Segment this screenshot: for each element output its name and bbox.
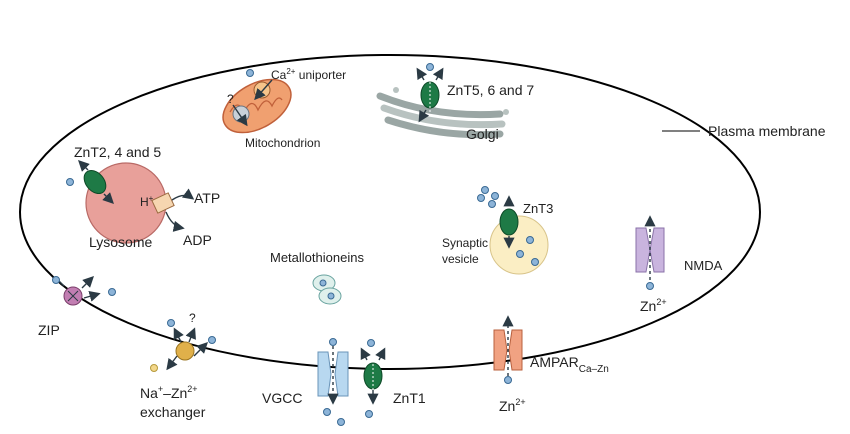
znt1-transporter-icon	[360, 339, 386, 418]
ampar-main: AMPAR	[530, 354, 579, 370]
synaptic-vesicle-label-2: vesicle	[442, 252, 479, 266]
zn-nmda-label: Zn2+	[640, 297, 667, 314]
znt3-transporter-icon	[477, 186, 519, 249]
plasma-membrane-ellipse	[19, 54, 761, 370]
znt5-label: ZnT5, 6 and 7	[447, 82, 534, 98]
mitochondrion	[222, 69, 292, 134]
ampar-receptor-icon	[493, 315, 523, 384]
h-plus-label: H+	[140, 194, 154, 209]
golgi-label: Golgi	[466, 126, 499, 142]
zn-ampar-zn: Zn	[499, 398, 515, 414]
question-mito-label: ?	[227, 92, 234, 106]
lysosome-label: Lysosome	[89, 234, 153, 250]
zn-nmda-zn: Zn	[640, 298, 656, 314]
ampar-sub: Ca–Zn	[579, 364, 609, 375]
question-exchanger-label: ?	[189, 311, 196, 325]
atp-label: ATP	[194, 190, 220, 206]
na-zn-sup: 2+	[187, 384, 197, 394]
synaptic-vesicle	[489, 215, 549, 275]
znt2-transporter-icon	[66, 160, 114, 204]
mitochondrion-label: Mitochondrion	[245, 136, 320, 150]
vgcc-channel-icon	[317, 338, 349, 426]
znt2-label: ZnT2, 4 and 5	[74, 144, 161, 160]
vgcc-label: VGCC	[262, 390, 302, 406]
exchanger-label: exchanger	[140, 404, 206, 420]
zip-transporter-icon	[52, 276, 116, 306]
na-zn-label: Na+–Zn2+	[140, 384, 198, 401]
na-zn-dash: –Zn	[163, 385, 187, 401]
zn-ampar-label: Zn2+	[499, 397, 526, 414]
plasma-membrane-label: Plasma membrane	[708, 123, 826, 139]
metallothioneins-label: Metallothioneins	[270, 250, 364, 265]
ca-uniporter-sup: 2+	[286, 67, 295, 76]
lysosome	[85, 162, 195, 244]
znt1-label: ZnT1	[393, 390, 426, 406]
znt3-label: ZnT3	[523, 201, 553, 216]
nmda-receptor-icon	[635, 215, 665, 290]
zn-ampar-sup: 2+	[515, 397, 525, 407]
ampar-label: AMPARCa–Zn	[530, 354, 609, 375]
zn-nmda-sup: 2+	[656, 297, 666, 307]
ca-uniporter-ca: Ca	[271, 68, 287, 82]
na-zn-exchanger-icon	[150, 319, 216, 372]
ca-uniporter-rest: uniporter	[295, 68, 346, 82]
znt5-transporter-icon	[416, 63, 444, 123]
synaptic-vesicle-label-1: Synaptic	[442, 236, 488, 250]
golgi	[376, 87, 509, 139]
na-zn-na-sup: +	[158, 384, 163, 394]
nmda-label: NMDA	[684, 258, 723, 273]
h-plus-sup: +	[149, 194, 154, 203]
na-zn-na: Na	[140, 385, 158, 401]
adp-label: ADP	[183, 232, 212, 248]
metallothionein-icon	[312, 274, 342, 305]
ca-uniporter-label: Ca2+ uniporter	[271, 67, 346, 82]
zip-label: ZIP	[38, 322, 60, 338]
h-plus-h: H	[140, 195, 149, 209]
